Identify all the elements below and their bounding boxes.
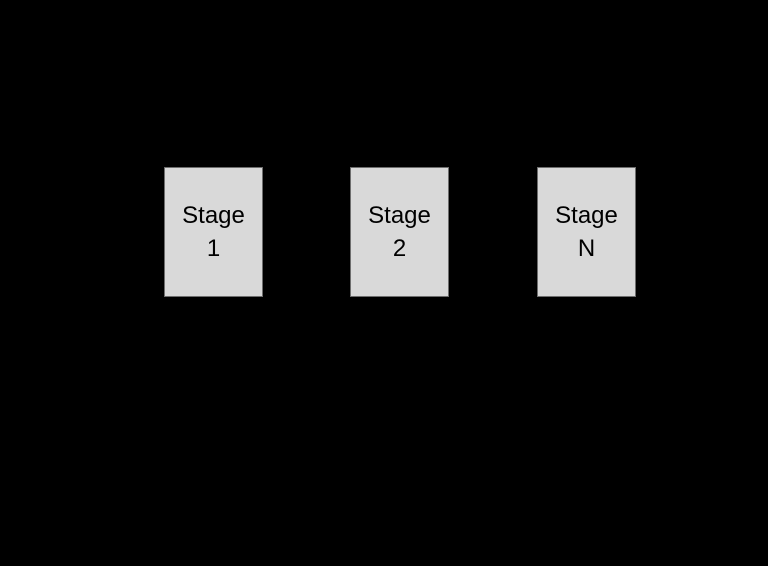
stage-2-label-line1: Stage (368, 202, 431, 229)
stage-2-box: Stage 2 (350, 167, 449, 297)
stage-n-label-line1: Stage (555, 202, 618, 229)
stage-1-label-line1: Stage (182, 202, 245, 229)
stage-2-label-line2: 2 (392, 235, 407, 262)
stage-1-box: Stage 1 (164, 167, 263, 297)
stage-n-box: Stage N (537, 167, 636, 297)
stage-1-label-line2: 1 (206, 235, 221, 262)
stage-n-label-line2: N (577, 235, 596, 262)
